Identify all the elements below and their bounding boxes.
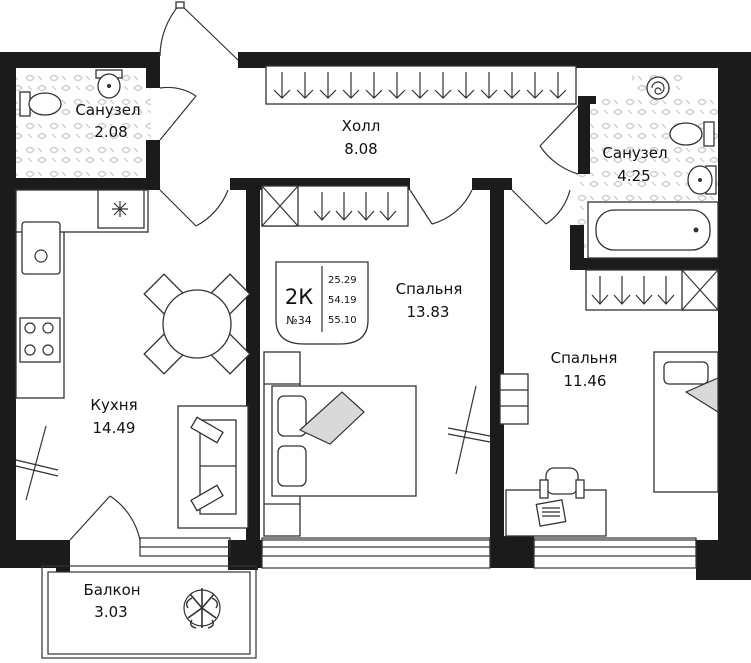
bedroom-1-area: 13.83 [407, 303, 450, 321]
wardrobe-icon [265, 65, 577, 105]
balcony-area: 3.03 [94, 603, 127, 621]
bathtub-icon [587, 201, 719, 259]
apartment-type: 2К [285, 285, 313, 309]
balcony [41, 565, 257, 659]
kitchen-name: Кухня [90, 396, 137, 414]
kitchen-area: 14.49 [93, 419, 136, 437]
apartment-badge: 2К №34 25.29 54.19 55.10 [275, 261, 369, 345]
toilet-icon [669, 121, 715, 147]
apartment-number: №34 [286, 314, 311, 327]
dining-table-icon [143, 273, 251, 375]
door-icon [499, 373, 529, 425]
stove-icon [19, 317, 61, 363]
area-total: 55.10 [328, 315, 357, 326]
bathroom-1-floor [16, 68, 151, 180]
door-icon [69, 1, 581, 541]
sofa-icon [177, 405, 249, 529]
laptop-icon [535, 499, 567, 527]
hall-area: 8.08 [344, 140, 377, 158]
single-bed-icon [653, 351, 719, 493]
double-bed-icon [263, 351, 417, 537]
door-icon [15, 425, 59, 501]
bathroom-1-area: 2.08 [94, 123, 127, 141]
bathroom-2-name: Санузел [602, 144, 667, 162]
toilet-icon [19, 91, 62, 117]
area-usable: 54.19 [328, 295, 357, 306]
balcony-name: Балкон [83, 581, 140, 599]
bedroom-2-area: 11.46 [564, 372, 607, 390]
bedroom-1-name: Спальня [396, 280, 463, 298]
door-icon [447, 385, 491, 475]
bathroom-2-area: 4.25 [617, 167, 650, 185]
sink-icon [21, 221, 61, 275]
bedroom-2-name: Спальня [551, 349, 618, 367]
hall-name: Холл [342, 117, 381, 135]
shower-drain-icon [646, 76, 670, 100]
sink-icon [95, 69, 123, 99]
wardrobe-icon [261, 185, 409, 227]
sink-icon [687, 165, 717, 195]
window-icon [139, 537, 697, 569]
area-living: 25.29 [328, 275, 357, 286]
plant-icon [183, 588, 221, 629]
office-chair-icon [539, 467, 585, 499]
bathroom-1-name: Санузел [75, 101, 140, 119]
wardrobe-icon [585, 269, 719, 311]
radiator-icon [97, 189, 145, 229]
walls [0, 52, 751, 580]
